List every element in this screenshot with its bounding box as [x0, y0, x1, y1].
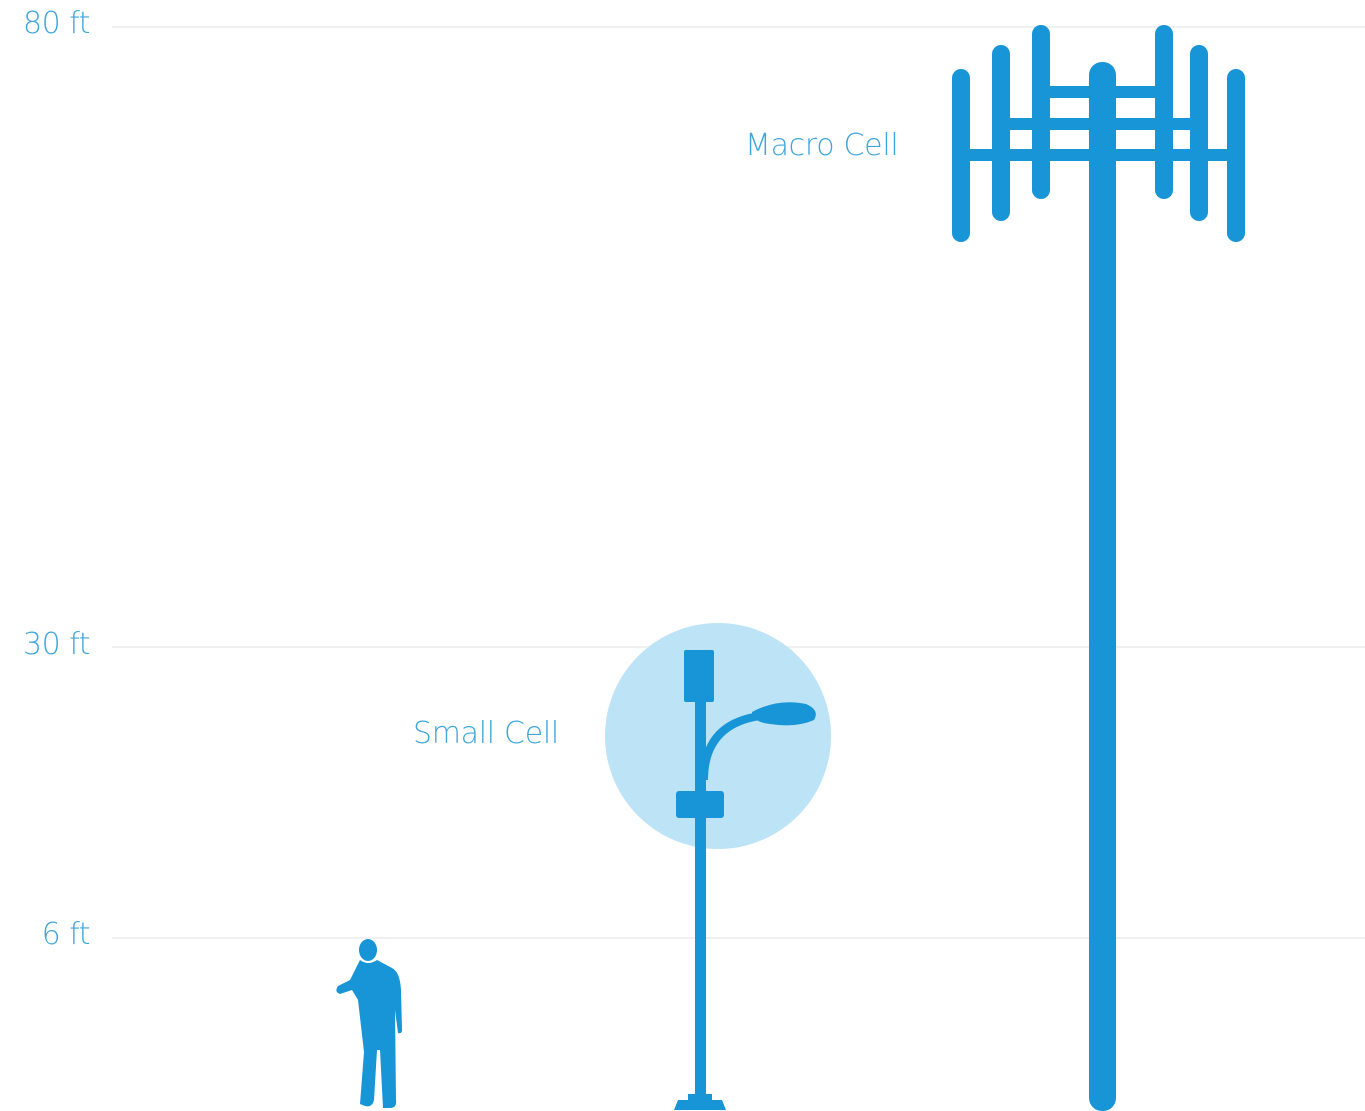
small-cell-radio-box [684, 650, 714, 702]
macro-cell-mast [1089, 62, 1116, 1111]
small-cell-pole [695, 700, 706, 1100]
scale-label-30ft: 30 ft [22, 627, 91, 662]
macro-cell-tower [952, 25, 1245, 1111]
person-icon [336, 939, 402, 1108]
macro-cell-label: Macro Cell [745, 128, 899, 163]
scale-label-80ft: 80 ft [22, 6, 91, 41]
scale-label-6ft: 6 ft [41, 917, 91, 952]
small-cell-pole-base [674, 1100, 726, 1110]
small-cell-equipment-box [676, 791, 724, 818]
small-cell-lamp-head [752, 702, 816, 726]
small-cell-street-light [674, 650, 816, 1110]
small-cell-label: Small Cell [413, 716, 559, 751]
